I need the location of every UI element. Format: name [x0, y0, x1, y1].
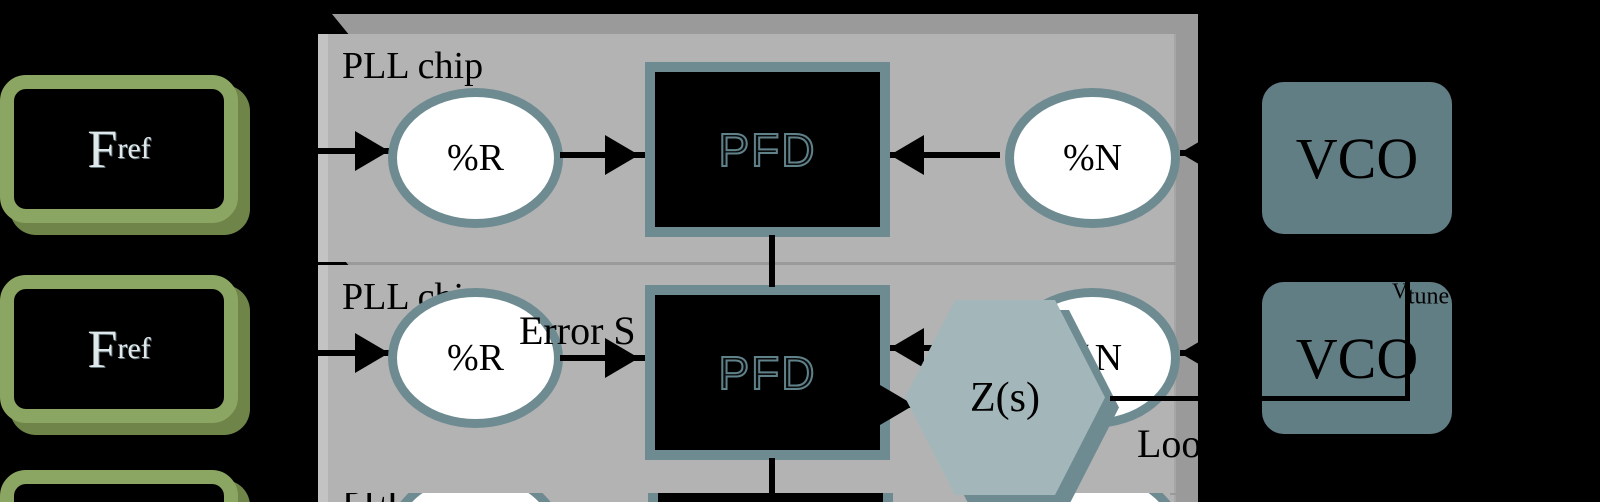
wire-vco-to-divider-n-2 — [1180, 350, 1270, 356]
vtune-label-main: V — [1392, 278, 1408, 303]
vtune-label: Vtune — [1392, 278, 1449, 310]
vco-label: VCO — [1295, 325, 1419, 391]
loop-filter-caption: Loop filter — [1137, 421, 1310, 466]
wire-divider-n-to-pfd-1 — [890, 152, 1000, 158]
pfd-block-2[interactable]: PFD — [645, 285, 890, 460]
arrowhead-fref-to-divider-1 — [355, 131, 389, 171]
vco-block-1[interactable]: VCO — [1262, 82, 1452, 234]
fref-label-main: F — [87, 319, 118, 379]
arrowhead-loopfilter-to-pfd — [890, 328, 924, 368]
loop-filter-label: Z(s) — [970, 374, 1040, 421]
vco-label: VCO — [1295, 125, 1419, 191]
arrowhead-divider-to-pfd-2 — [605, 338, 639, 378]
wire-loopfilter-to-pfd — [890, 345, 970, 351]
wire-pfd-down-2 — [769, 458, 775, 502]
arrowhead-vco-to-divider-n-1 — [1180, 133, 1214, 173]
divider-r-2[interactable]: %R — [388, 288, 563, 428]
fref-label-main: F — [87, 119, 118, 179]
pfd-label: PFD — [718, 123, 817, 177]
divider-n-1[interactable]: %N — [1005, 88, 1180, 228]
fref-label-sub: ref — [117, 332, 151, 365]
fref-body — [0, 75, 238, 223]
pfd-label: PFD — [718, 346, 817, 400]
divider-r-label: %R — [447, 337, 504, 379]
wire-vco-to-divider-n-1 — [1180, 150, 1270, 156]
wire-vtune-vertical — [1405, 282, 1410, 401]
pfd-block-1[interactable]: PFD — [645, 62, 890, 237]
wire-vtune-horizontal — [1110, 396, 1410, 401]
arrowhead-divider-to-pfd-1 — [605, 135, 639, 175]
divider-r-label: %R — [447, 137, 504, 179]
panel-title: PLL chip — [342, 45, 484, 87]
wire-pfd-down-1 — [769, 235, 775, 287]
fref-body — [0, 275, 238, 423]
arrowhead-vco-to-divider-n-2 — [1180, 333, 1214, 373]
vco-block-2[interactable]: VCO — [1262, 282, 1452, 434]
panel-left-lip — [318, 265, 328, 493]
panel-top-bevel — [332, 14, 1198, 36]
fref-label-sub: ref — [117, 132, 151, 165]
arrowhead-divider-n-to-pfd-1 — [890, 135, 924, 175]
vtune-label-sub: tune — [1407, 283, 1450, 310]
divider-r-1[interactable]: %R — [388, 88, 563, 228]
arrowhead-fref-to-divider-2 — [355, 333, 389, 373]
loop-filter-hexagon-2[interactable]: Z(s) — [905, 300, 1125, 502]
error-signal-label: Error S — [519, 308, 636, 353]
divider-n-label: %N — [1062, 137, 1123, 179]
